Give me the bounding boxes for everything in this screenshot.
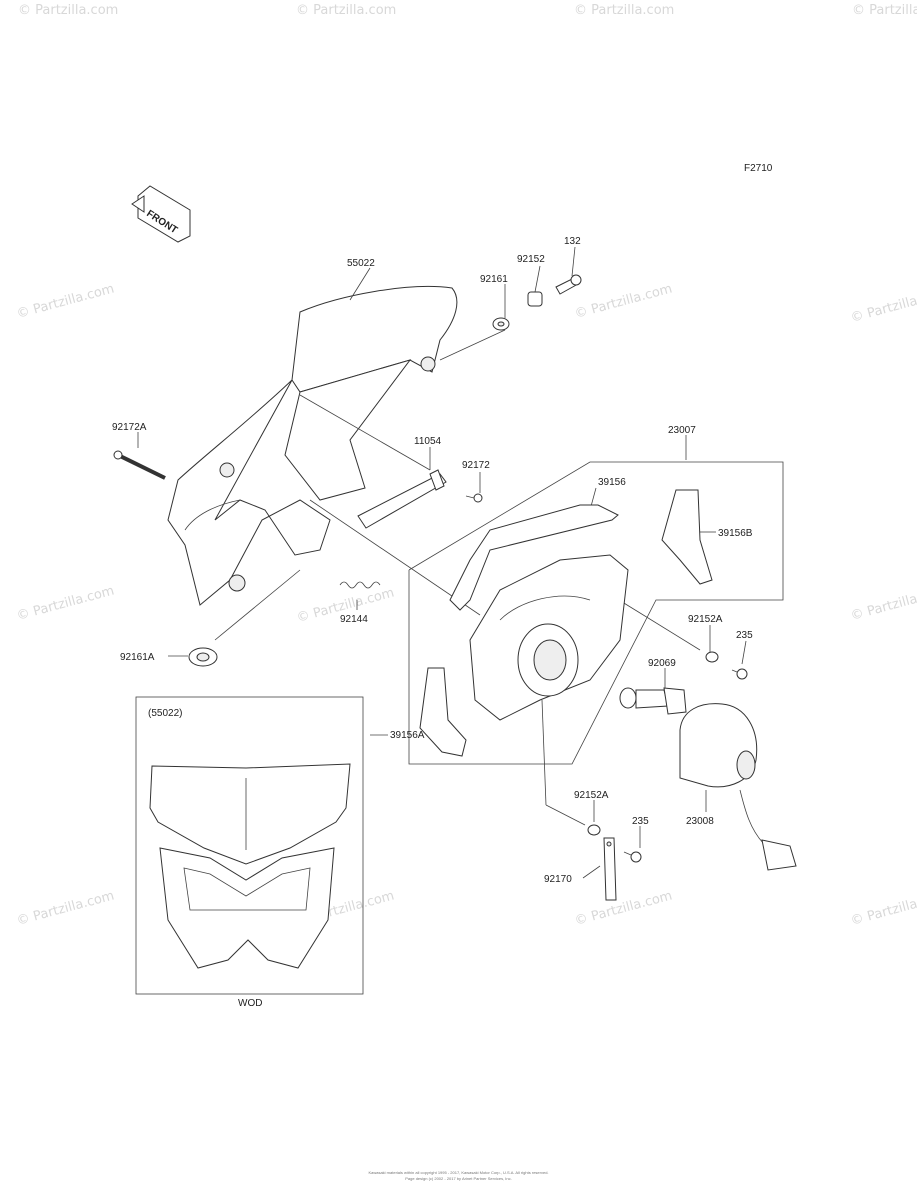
screw-lower-icon — [623, 851, 642, 863]
part-label: 39156A — [390, 730, 425, 741]
part-label: 132 — [564, 236, 581, 247]
collar-a-icon — [705, 651, 719, 663]
part-label: 92172A — [112, 422, 147, 433]
part-label: 92144 — [340, 614, 368, 625]
small-bolt-icon — [465, 493, 483, 503]
clamp-strip-icon — [603, 837, 617, 901]
part-label: 39156 — [598, 477, 626, 488]
bulb-icon — [619, 687, 687, 715]
watermark: © Partzilla.com — [15, 583, 116, 623]
footer-copyright: Kawasaki materials within all copyright … — [368, 1170, 549, 1175]
watermark: © Partzilla.com — [15, 281, 116, 321]
cowl-part-icon — [167, 286, 458, 606]
collar-icon — [527, 291, 543, 307]
front-arrow-icon: FRONT — [131, 185, 191, 243]
collar-a-lower-icon — [587, 824, 601, 836]
bracket-icon — [357, 469, 447, 529]
watermark: © Partzilla.com — [574, 3, 674, 18]
part-label: 92152 — [517, 254, 545, 265]
part-label: 23007 — [668, 425, 696, 436]
part-label: 39156B — [718, 528, 753, 539]
headlight-unit-icon — [469, 554, 629, 721]
inset-box: (55022) WOD — [135, 696, 364, 1009]
long-bolt-icon — [113, 450, 166, 480]
grommet-a-icon — [188, 647, 218, 667]
seal-strip-icon — [449, 504, 619, 611]
part-label: 92152A — [574, 790, 609, 801]
part-label: 55022 — [347, 258, 375, 269]
watermark: © Partzilla.com — [573, 888, 674, 928]
pad-39156a-icon — [419, 667, 467, 757]
watermark: © Partzilla.com — [296, 3, 396, 18]
diagram-code: F2710 — [744, 163, 773, 174]
watermark: © Partzilla.com — [849, 888, 917, 928]
watermark: © Partzilla.com — [15, 888, 116, 928]
socket-cover-icon — [679, 703, 797, 871]
part-label: 92161A — [120, 652, 155, 663]
grommet-icon — [492, 317, 510, 331]
watermark: © Partzilla.com — [849, 285, 917, 325]
part-label: 235 — [736, 630, 753, 641]
part-label: 235 — [632, 816, 649, 827]
pad-39156b-icon — [661, 489, 713, 585]
footer-page-design: Page design (c) 2002 - 2017 by Arinet Pa… — [405, 1176, 512, 1181]
part-label: 92152A — [688, 614, 723, 625]
inset-caption: WOD — [238, 998, 262, 1009]
watermark: © Partzilla.com — [852, 3, 917, 18]
bolt-icon — [555, 274, 582, 295]
part-label: 23008 — [686, 816, 714, 827]
part-label: 11054 — [414, 436, 442, 447]
part-label: 92172 — [462, 460, 490, 471]
screw-icon — [731, 668, 748, 680]
part-label: 92161 — [480, 274, 508, 285]
watermark: © Partzilla.com — [573, 281, 674, 321]
part-labels: 55022 92161 92152 132 92172A 11054 92172… — [112, 236, 753, 885]
assembly-frame-23007 — [408, 461, 784, 765]
part-label: 92170 — [544, 874, 572, 885]
watermark: © Partzilla.com — [849, 583, 917, 623]
watermark: © Partzilla.com — [18, 3, 118, 18]
leader-lines — [137, 246, 747, 879]
inset-title: (55022) — [148, 708, 182, 719]
spring-icon — [339, 581, 381, 589]
part-label: 92069 — [648, 658, 676, 669]
